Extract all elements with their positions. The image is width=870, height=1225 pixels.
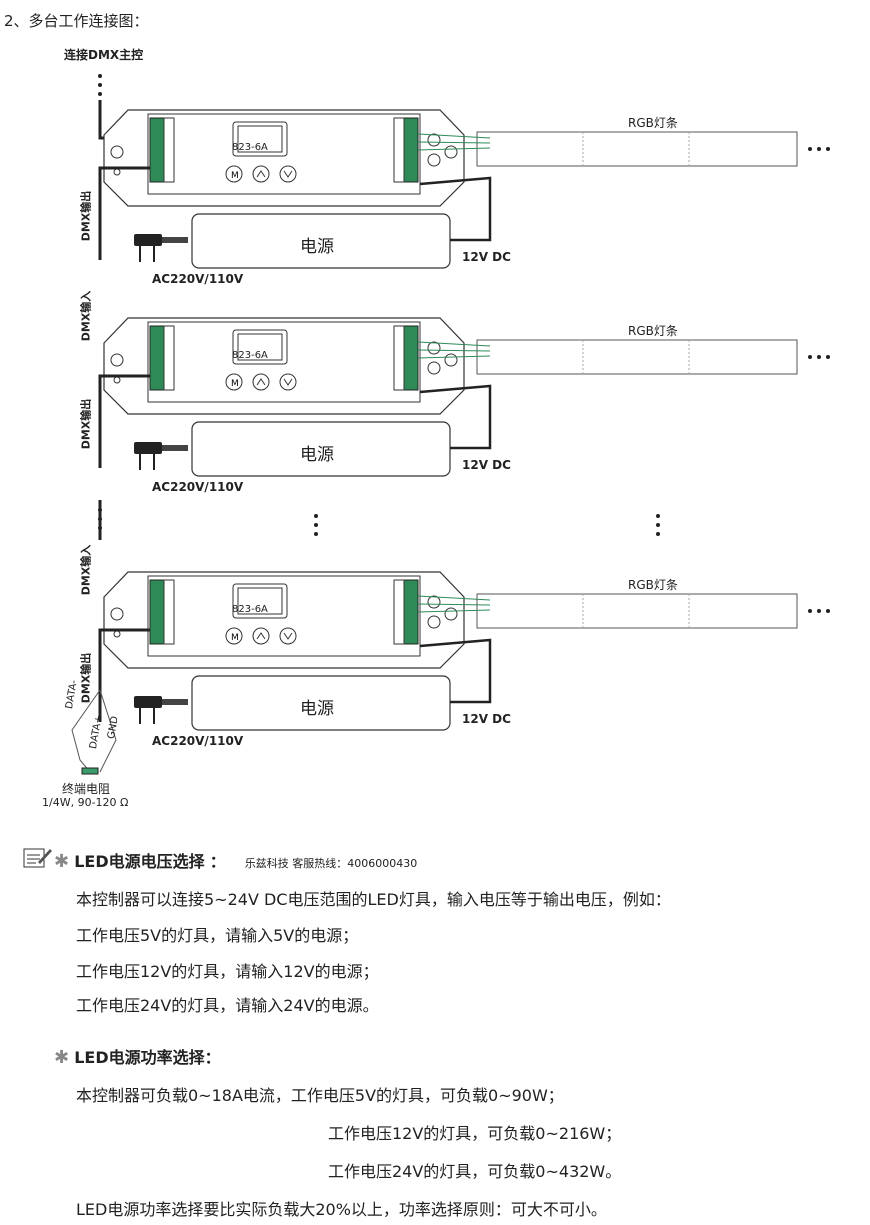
dmx-output-label: DMX输出 — [79, 652, 93, 704]
output-wire — [417, 147, 491, 151]
section2-title: LED电源功率选择： — [74, 1048, 221, 1067]
dc-voltage-label: 12V DC — [462, 458, 511, 472]
output-wire — [417, 341, 491, 347]
hotline-note: 乐兹科技 客服热线：4006000430 — [244, 857, 418, 870]
rgb-strip — [476, 339, 798, 375]
ellipsis-dot — [817, 147, 821, 151]
rgb-strip — [476, 593, 798, 629]
ellipsis-dot — [98, 92, 102, 96]
notebook-icon — [23, 848, 52, 868]
dmx-out-wire — [98, 166, 150, 260]
dmx-input-label: DMX输入 — [79, 290, 93, 342]
ac-voltage-label: AC220V/110V — [152, 272, 244, 286]
ac-voltage-label: AC220V/110V — [152, 734, 244, 748]
output-wire — [417, 349, 491, 352]
ellipsis-dot — [314, 523, 318, 527]
dc-wire — [419, 384, 492, 450]
model-label: 823-6A — [232, 142, 268, 153]
output-wire — [417, 355, 491, 359]
psu-label: 电源 — [300, 699, 334, 719]
rgb-strip — [476, 131, 798, 167]
strip-label: RGB灯条 — [628, 116, 678, 130]
controller-unit — [103, 571, 465, 669]
resistor-spec: 1/4W, 90-120 Ω — [42, 796, 129, 809]
dc-voltage-label: 12V DC — [462, 712, 511, 726]
section2-heading: ✱ LED电源功率选择： — [54, 1044, 221, 1068]
model-label: 823-6A — [232, 350, 268, 361]
power-plug — [133, 441, 189, 471]
dmx-out-wire — [98, 374, 150, 468]
section1-colon: ： — [209, 852, 226, 871]
dmx-output-label: DMX输出 — [79, 398, 93, 450]
ellipsis-dot — [656, 514, 660, 518]
terminal-wire — [71, 689, 101, 773]
ellipsis-dot — [808, 355, 812, 359]
output-wire — [417, 595, 491, 601]
ac-voltage-label: AC220V/110V — [152, 480, 244, 494]
section1-line: 工作电压24V的灯具，请输入24V的电源。 — [76, 996, 379, 1015]
psu-label: 电源 — [300, 237, 334, 257]
ellipsis-dot — [656, 523, 660, 527]
section1-title: LED电源电压选择 — [74, 852, 205, 871]
ellipsis-dot — [817, 355, 821, 359]
section1-line: 工作电压12V的灯具，请输入12V的电源； — [76, 962, 379, 981]
asterisk-icon: ✱ — [54, 851, 70, 872]
ellipsis-dot — [314, 514, 318, 518]
power-plug — [133, 695, 189, 725]
dc-wire — [419, 638, 492, 704]
section1-line: 本控制器可以连接5~24V DC电压范围的LED灯具，输入电压等于输出电压，例如… — [76, 890, 671, 909]
model-label: 823-6A — [232, 604, 268, 615]
ellipsis-dot — [826, 609, 830, 613]
ellipsis-dot — [98, 83, 102, 87]
ellipsis-dot — [656, 532, 660, 536]
wiring-diagram: M — [71, 74, 830, 775]
output-wire — [417, 141, 491, 144]
psu-label: 电源 — [300, 445, 334, 465]
section2-line: 本控制器可负载0~18A电流，工作电压5V的灯具，可负载0~90W； — [76, 1086, 564, 1105]
diagram-title: 2、多台工作连接图： — [4, 12, 149, 30]
resistor-label: 终端电阻 — [62, 782, 111, 796]
dc-voltage-label: 12V DC — [462, 250, 511, 264]
main-controller-label: 连接DMX主控 — [64, 48, 144, 62]
output-wire — [417, 133, 491, 139]
ellipsis-dot — [808, 147, 812, 151]
ellipsis-dot — [826, 355, 830, 359]
ellipsis-dot — [826, 147, 830, 151]
controller-unit — [103, 317, 465, 415]
ellipsis-dot — [808, 609, 812, 613]
controller-unit — [103, 109, 465, 207]
strip-label: RGB灯条 — [628, 578, 678, 592]
terminal-resistor — [81, 767, 99, 775]
section1-line: 工作电压5V的灯具，请输入5V的电源； — [76, 926, 359, 945]
section1-heading: ✱ LED电源电压选择 ： 乐兹科技 客服热线：4006000430 — [54, 848, 417, 872]
output-wire — [417, 603, 491, 606]
dc-wire — [419, 176, 492, 242]
dmx-output-label: DMX输出 — [79, 190, 93, 242]
section2-line: 工作电压24V的灯具，可负载0~432W。 — [328, 1162, 622, 1181]
asterisk-icon: ✱ — [54, 1047, 70, 1068]
strip-label: RGB灯条 — [628, 324, 678, 338]
ellipsis-dot — [817, 609, 821, 613]
section2-line: LED电源功率选择要比实际负载大20%以上，功率选择原则：可大不可小。 — [76, 1200, 607, 1219]
terminal-wire — [99, 689, 117, 773]
ellipsis-dot — [314, 532, 318, 536]
ellipsis-dot — [98, 74, 102, 78]
output-wire — [417, 609, 491, 613]
dmx-input-label: DMX输入 — [79, 544, 93, 596]
section2-line: 工作电压12V的灯具，可负载0~216W； — [328, 1124, 622, 1143]
power-plug — [133, 233, 189, 263]
